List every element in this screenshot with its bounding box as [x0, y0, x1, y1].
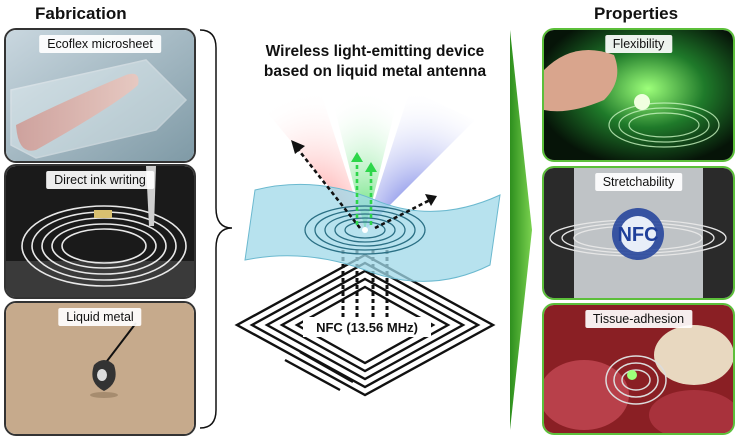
flexible-sheet	[244, 183, 501, 282]
properties-heading: Properties	[594, 4, 679, 23]
flexibility-label: Flexibility	[604, 35, 673, 53]
reader-label-bg	[303, 317, 431, 337]
ink-writing-photo	[6, 166, 194, 297]
fabrication-brace	[199, 29, 233, 429]
direct-ink-writing-label: Direct ink writing	[46, 171, 154, 189]
device-title: Wireless light-emitting device based on …	[240, 42, 510, 82]
fabrication-heading: Fabrication	[35, 4, 127, 23]
direct-ink-writing-panel: Direct ink writing	[4, 164, 196, 299]
title-line-1: Wireless light-emitting device	[265, 43, 485, 60]
liquid-metal-photo	[6, 303, 194, 434]
wireless-device-diagram: NFC (13.56 MHz)	[234, 90, 501, 397]
stretchability-label: Stretchability	[594, 173, 683, 191]
ecoflex-microsheet-panel: Ecoflex microsheet	[4, 28, 196, 163]
magnetic-field-lines	[341, 250, 389, 328]
liquid-metal-antenna	[304, 205, 426, 255]
properties-arrow	[510, 30, 532, 430]
nfc-tag-text: NFC	[617, 224, 658, 246]
stretchability-panel: NFC Stretchability	[542, 166, 735, 300]
nfc-reader-coil	[234, 253, 496, 397]
tissue-adhesion-panel: Tissue-adhesion	[542, 303, 735, 435]
green-light-cone	[330, 90, 400, 230]
tissue-adhesion-photo	[544, 305, 733, 433]
ecoflex-microsheet-label: Ecoflex microsheet	[39, 35, 161, 53]
title-line-2: based on liquid metal antenna	[263, 63, 487, 80]
red-light-arrow	[295, 147, 362, 229]
blue-light-arrow	[374, 198, 431, 230]
liquid-metal-label: Liquid metal	[58, 308, 142, 326]
blue-light-cone	[365, 90, 475, 230]
flexibility-panel: Flexibility	[542, 28, 735, 162]
tissue-adhesion-label: Tissue-adhesion	[584, 310, 693, 328]
nfc-frequency-label: NFC (13.56 MHz)	[316, 320, 418, 335]
liquid-metal-panel: Liquid metal	[4, 301, 196, 436]
led-chip	[362, 227, 368, 233]
